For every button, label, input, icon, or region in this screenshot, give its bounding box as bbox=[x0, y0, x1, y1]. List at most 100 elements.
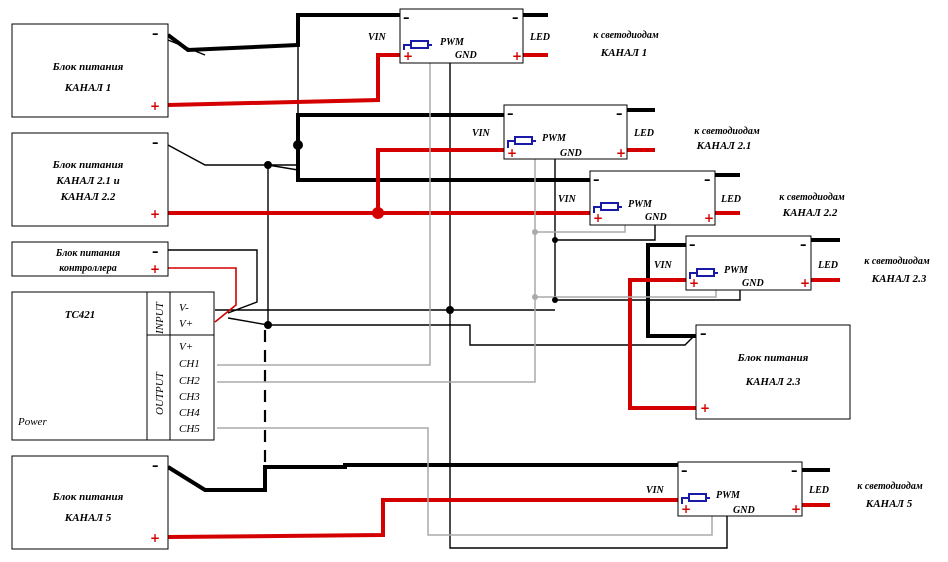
pwm-resistor-icon bbox=[681, 493, 710, 504]
psu-ch5-box: Блок питания КАНАЛ 5 – + bbox=[11, 455, 169, 550]
plus-terminal: + bbox=[704, 211, 714, 225]
led-driver-ch23: VIN LED PWM GND – – + + bbox=[654, 235, 838, 291]
driver-led-label: LED bbox=[633, 128, 654, 139]
pwm-resistor-icon bbox=[593, 202, 622, 213]
plus-terminal: + bbox=[593, 211, 603, 225]
junction-dot bbox=[446, 306, 454, 314]
junction-dot bbox=[372, 207, 384, 219]
minus-terminal: – bbox=[800, 238, 807, 253]
plus-terminal: + bbox=[616, 146, 626, 160]
minus-terminal: – bbox=[689, 238, 696, 253]
led-output-channel: КАНАЛ 2.3 bbox=[871, 273, 927, 285]
pwm-resistor-icon bbox=[403, 40, 432, 50]
output-pin-ch4: CH4 bbox=[179, 407, 200, 419]
ch23-neg-wire bbox=[646, 243, 700, 338]
led-output-ch23: к светодиодам КАНАЛ 2.3 bbox=[864, 256, 930, 285]
driver-gnd-label: GND bbox=[455, 50, 477, 61]
driver-vin-label: VIN bbox=[368, 32, 387, 43]
ch22-neg-wire bbox=[296, 145, 592, 182]
output-pin-vplus: V+ bbox=[179, 341, 193, 353]
psu-ch2-neg-wire bbox=[167, 144, 298, 166]
gnd-21-wire bbox=[554, 150, 656, 241]
psu-ch5-channel: КАНАЛ 5 bbox=[64, 512, 112, 524]
psu-ch2-channel-a: КАНАЛ 2.1 и bbox=[55, 175, 120, 187]
minus-terminal: – bbox=[152, 459, 159, 474]
minus-terminal: – bbox=[152, 27, 159, 42]
output-pin-ch1: CH1 bbox=[179, 358, 200, 370]
led-output-ch1: к светодиодам КАНАЛ 1 bbox=[593, 30, 659, 59]
minus-terminal: – bbox=[152, 245, 159, 260]
ch21-neg-wire bbox=[296, 113, 504, 145]
ctrl-vplus-to-ch23-wire bbox=[227, 317, 696, 346]
minus-terminal: – bbox=[152, 136, 159, 151]
driver-pwm-label: PWM bbox=[716, 490, 741, 501]
psu-ch1-channel: КАНАЛ 1 bbox=[64, 82, 112, 94]
psu-ch2-box: Блок питания КАНАЛ 2.1 и КАНАЛ 2.2 – + bbox=[11, 132, 169, 227]
led-output-title: к светодиодам bbox=[593, 30, 659, 41]
pwm-ch1-wire bbox=[217, 45, 431, 366]
psu-ch1-title: Блок питания bbox=[52, 61, 124, 73]
led-output-ch21: к светодиодам КАНАЛ 2.1 bbox=[694, 126, 760, 152]
ch23-pos-wire bbox=[628, 278, 700, 410]
psu-ch5-title: Блок питания bbox=[52, 491, 124, 503]
led-output-title: к светодиодам bbox=[857, 481, 923, 492]
driver-vin-label: VIN bbox=[472, 128, 491, 139]
ctrl-psu-pos-wire bbox=[168, 267, 237, 323]
psu-ctrl-box: Блок питания контроллера – + bbox=[11, 241, 169, 277]
neg-trunk-a bbox=[167, 39, 269, 325]
junction-dot bbox=[264, 321, 272, 329]
psu-ch5-neg-wire bbox=[166, 463, 678, 492]
plus-terminal: + bbox=[791, 502, 801, 516]
wires bbox=[166, 13, 840, 549]
psu-ch23-title: Блок питания bbox=[737, 352, 809, 364]
driver-pwm-label: PWM bbox=[724, 265, 749, 276]
junctions bbox=[264, 140, 558, 329]
pwm-resistor-icon bbox=[689, 268, 718, 279]
driver-pwm-label: PWM bbox=[542, 133, 567, 144]
driver-led-label: LED bbox=[529, 32, 550, 43]
pwm-ch5-wire bbox=[217, 427, 713, 536]
plus-terminal: + bbox=[507, 146, 517, 160]
minus-terminal: – bbox=[512, 11, 519, 26]
led-output-channel: КАНАЛ 1 bbox=[600, 47, 648, 59]
led-output-title: к светодиодам bbox=[864, 256, 930, 267]
pwm-resistor-icon bbox=[507, 136, 536, 148]
driver-vin-label: VIN bbox=[646, 485, 665, 496]
output-pin-ch3: CH3 bbox=[179, 391, 200, 403]
minus-terminal: – bbox=[704, 173, 711, 188]
psu-ch5-pos-wire bbox=[167, 498, 678, 539]
driver-gnd-label: GND bbox=[742, 278, 764, 289]
pwm-ch21-wire bbox=[217, 145, 536, 383]
driver-led-label: LED bbox=[817, 260, 838, 271]
driver-pwm-label: PWM bbox=[440, 37, 465, 48]
ctrl-psu-neg-wire bbox=[168, 249, 258, 314]
led-output-channel: КАНАЛ 5 bbox=[865, 498, 913, 510]
psu-ch2-channel-b: КАНАЛ 2.2 bbox=[60, 191, 116, 203]
driver-gnd-label: GND bbox=[560, 148, 582, 159]
junction-dot bbox=[532, 229, 538, 235]
junction-dot bbox=[532, 294, 538, 300]
plus-terminal: + bbox=[150, 531, 160, 545]
plus-terminal: + bbox=[689, 276, 699, 290]
led-output-channel: КАНАЛ 2.1 bbox=[696, 140, 752, 152]
driver-gnd-label: GND bbox=[645, 212, 667, 223]
plus-terminal: + bbox=[512, 49, 522, 63]
plus-terminal: + bbox=[700, 401, 710, 415]
psu-ch23-box: Блок питания КАНАЛ 2.3 – + bbox=[695, 324, 851, 420]
plus-terminal: + bbox=[150, 99, 160, 113]
plus-terminal: + bbox=[150, 207, 160, 221]
minus-terminal: – bbox=[593, 173, 600, 188]
output-section-label: OUTPUT bbox=[154, 371, 166, 415]
controller-power-label: Power bbox=[17, 416, 47, 428]
plus-terminal: + bbox=[403, 49, 413, 63]
psu-ch2-title: Блок питания bbox=[52, 159, 124, 171]
input-pin-vminus: V- bbox=[179, 302, 189, 314]
driver-pwm-label: PWM bbox=[628, 199, 653, 210]
led-output-title: к светодиодам bbox=[779, 192, 845, 203]
psu-ch23-channel: КАНАЛ 2.3 bbox=[745, 376, 801, 388]
driver-vin-label: VIN bbox=[654, 260, 673, 271]
driver-led-label: LED bbox=[808, 485, 829, 496]
led-driver-ch21: VIN LED PWM GND – – + + bbox=[472, 104, 654, 160]
driver-gnd-label: GND bbox=[733, 505, 755, 516]
